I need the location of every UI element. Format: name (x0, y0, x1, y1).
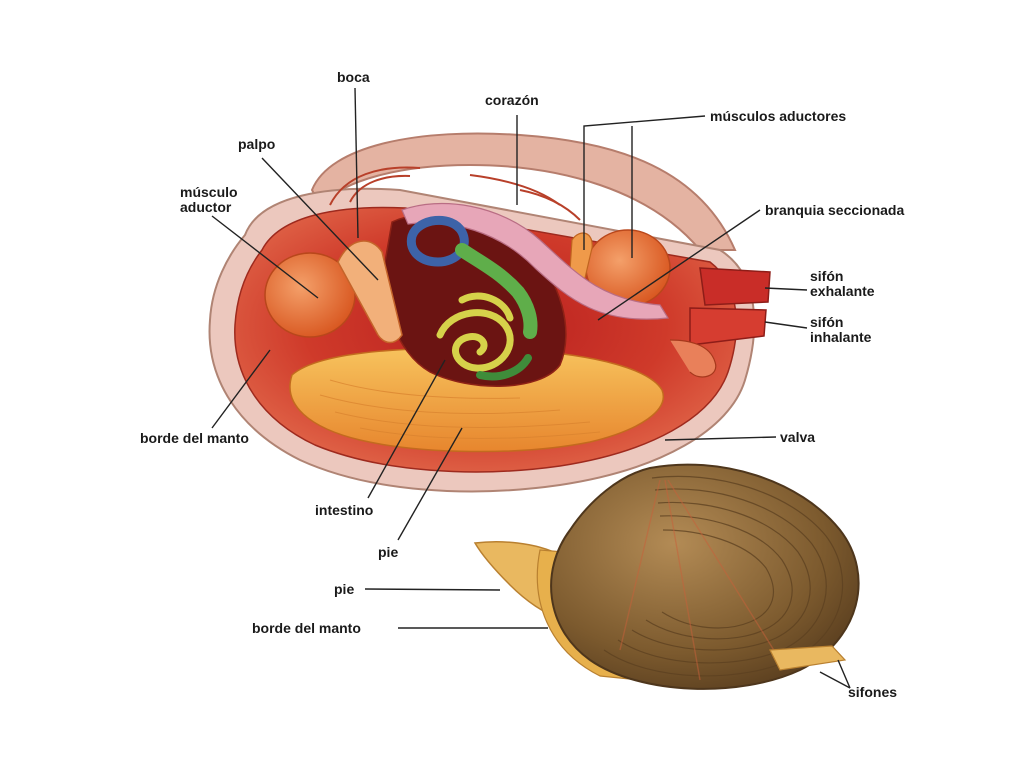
dark-green-coil (476, 354, 532, 381)
label-branquia-seccionada: branquia seccionada (765, 202, 905, 218)
label-pie-bottom: pie (334, 581, 355, 597)
label-corazon: corazón (485, 92, 539, 108)
exhalant-siphon (699, 267, 771, 306)
inhalant-siphon (689, 307, 767, 346)
gill-band (401, 202, 670, 320)
upper-valve-edge (310, 132, 737, 251)
siphon-fold (669, 339, 717, 378)
label-palpo: palpo (238, 136, 276, 152)
label-intestino: intestino (315, 502, 374, 518)
label-borde-del-manto-top: borde del manto (140, 430, 249, 446)
label-musculo-aductor-line2: aductor (180, 199, 232, 215)
label-pie-top: pie (378, 544, 399, 560)
label-sifones: sifones (848, 684, 898, 700)
label-valva: valva (780, 429, 816, 445)
label-sifon-exhalante-line1: sifón (810, 268, 844, 284)
label-sifon-inhalante-line1: sifón (810, 314, 844, 330)
palp-shape (337, 240, 403, 344)
leader-lines (211, 87, 851, 689)
mantle-ribs (329, 166, 581, 221)
foot-striations (319, 379, 601, 439)
label-sifon-exhalante-line2: exhalante (810, 283, 875, 299)
growth-rings (603, 475, 844, 677)
intestine-coils (436, 292, 514, 372)
stomach-tube (455, 243, 538, 339)
shell-streaks (619, 479, 781, 681)
open-clam (208, 132, 771, 493)
closed-siphons (769, 645, 847, 671)
closed-clam (473, 463, 860, 690)
label-sifon-inhalante-line2: inhalante (810, 329, 872, 345)
label-boca: boca (337, 69, 370, 85)
label-borde-del-manto-bottom: borde del manto (252, 620, 361, 636)
closed-shell (550, 463, 860, 690)
label-musculos-aductores: músculos aductores (710, 108, 847, 124)
label-musculo-aductor-line1: músculo (180, 184, 238, 200)
